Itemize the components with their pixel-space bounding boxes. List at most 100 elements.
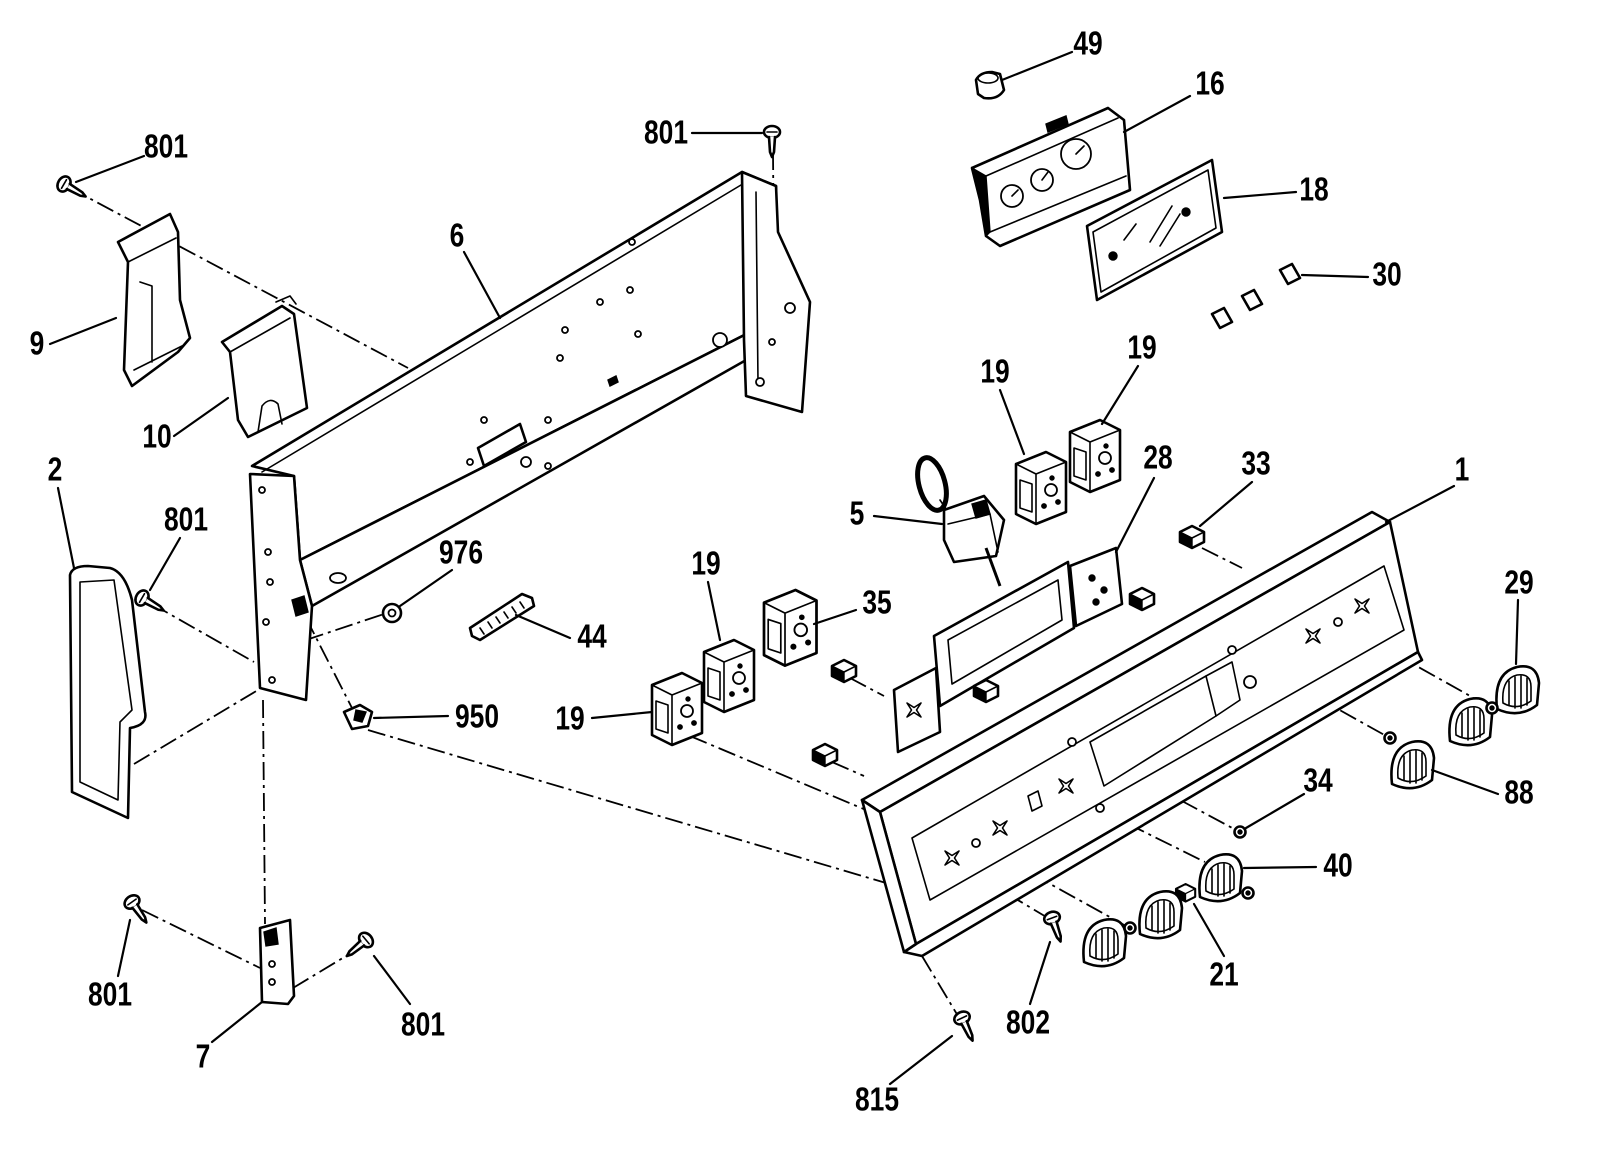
bracket-28-body (932, 560, 1076, 708)
part-19-switch-a (1014, 450, 1068, 526)
harness-bar-body (468, 592, 536, 642)
callout-1: 1 (1455, 452, 1470, 488)
guide-screw-to-bracket-9 (69, 187, 409, 369)
leader-801-left (148, 536, 182, 592)
panel-left-edge (860, 798, 918, 954)
panel-indicator-ring (1243, 675, 1257, 689)
frame-holes (258, 238, 796, 684)
callout-7: 7 (196, 1039, 211, 1075)
panel-square-mark (1027, 790, 1043, 812)
panel-display-window-right (1205, 661, 1241, 717)
lens-border (1092, 169, 1217, 293)
frame-right-plate-edge (755, 191, 759, 383)
part-1-control-panel (860, 510, 1424, 958)
callout-16: 16 (1195, 66, 1224, 102)
guide-small-switch-a (849, 677, 885, 697)
part-19-switch-c (702, 638, 756, 714)
callout-21: 21 (1209, 957, 1238, 993)
part-10-bracket (220, 295, 309, 439)
knob-insert (1123, 921, 1137, 935)
part-19-switch-d (650, 671, 704, 747)
guide-switch-33-to-panel (1201, 547, 1243, 569)
bracket-10-body (220, 304, 309, 439)
part-30-small-knobs (1210, 262, 1302, 330)
leader-7 (210, 1000, 264, 1044)
knob-insert (1241, 886, 1255, 900)
leader-10 (172, 396, 230, 438)
guide-end-cap-to-frame (133, 689, 259, 765)
leader-19-c (706, 580, 722, 642)
callout-976: 976 (439, 535, 483, 571)
frame-hole (466, 458, 474, 466)
panel-hole (1067, 737, 1077, 747)
guide-nut-to-frame (305, 613, 385, 641)
leader-28 (1114, 476, 1156, 554)
frame-hole (266, 578, 274, 586)
knob-insert (1383, 731, 1397, 745)
guide-screw-to-left-end-plate (151, 603, 255, 663)
leader-19-b (1100, 364, 1140, 426)
leader-1 (1384, 484, 1456, 524)
part-88-knob (1390, 740, 1436, 790)
knob (1082, 918, 1128, 968)
bracket-28-end-plate (1068, 546, 1124, 628)
bracket-28-hole (1088, 574, 1096, 582)
callout-35: 35 (862, 585, 891, 621)
callout-801-top-left: 801 (144, 129, 188, 165)
frame-left-end-plate (248, 472, 314, 702)
leader-33 (1198, 480, 1254, 528)
frame-hole (329, 572, 347, 584)
part-9-bracket (116, 212, 192, 388)
clock-board-face (985, 117, 1127, 233)
callout-6: 6 (450, 218, 465, 254)
part-44-harness-bar (468, 592, 536, 642)
part-6-backsplash-frame (248, 170, 812, 702)
leader-49 (1000, 50, 1074, 82)
guide-small-switch-b (831, 761, 865, 777)
guide-panel-to-knob-88 (1231, 649, 1389, 738)
part-5-timer (915, 455, 1006, 587)
frame-hole (262, 618, 270, 626)
part-29-knob (1495, 665, 1541, 715)
leader-802 (1028, 940, 1052, 1006)
frame-hole (755, 377, 765, 387)
callout-19-d: 19 (555, 701, 584, 737)
callout-88: 88 (1504, 775, 1533, 811)
frame-hole (768, 338, 776, 346)
bracket-10-slot (257, 399, 283, 433)
leader-35 (812, 608, 858, 626)
bracket-9-fold (127, 237, 183, 371)
frame-hole (544, 416, 552, 424)
callout-950: 950 (455, 699, 499, 735)
screw-801-top-right (762, 124, 782, 159)
frame-hole (712, 332, 728, 348)
leader-950 (372, 714, 450, 720)
leader-801-bottom-left (116, 918, 132, 978)
guide-panel-to-screw-815 (921, 955, 959, 1017)
guide-switch-to-panel (689, 735, 867, 811)
bracket-9-body (116, 212, 192, 388)
frame-hole (628, 238, 636, 246)
guide-panel-to-knob-40 (1099, 809, 1206, 863)
bracket-7-tab (263, 927, 279, 947)
bracket-10-fold (229, 295, 297, 353)
panel-hole (971, 838, 981, 848)
frame-top-lip (261, 181, 747, 473)
part-19-switch-b (1068, 418, 1122, 494)
small-knob (1278, 262, 1302, 286)
callout-18: 18 (1299, 172, 1328, 208)
panel-recess (911, 565, 1405, 901)
guide-screw-to-bracket-7-left (141, 909, 261, 969)
frame-slot (607, 375, 619, 387)
callout-801-left: 801 (164, 502, 208, 538)
screw-802 (1041, 908, 1070, 946)
bracket-28-hole (1100, 586, 1108, 594)
knob-49-top (977, 72, 999, 84)
frame-hole (544, 462, 552, 470)
leader-34 (1244, 792, 1306, 830)
guide-frame-to-clip (305, 617, 353, 709)
part-34-nut (1233, 825, 1247, 839)
callout-19-a: 19 (980, 354, 1009, 390)
lens-dot (1108, 251, 1118, 261)
